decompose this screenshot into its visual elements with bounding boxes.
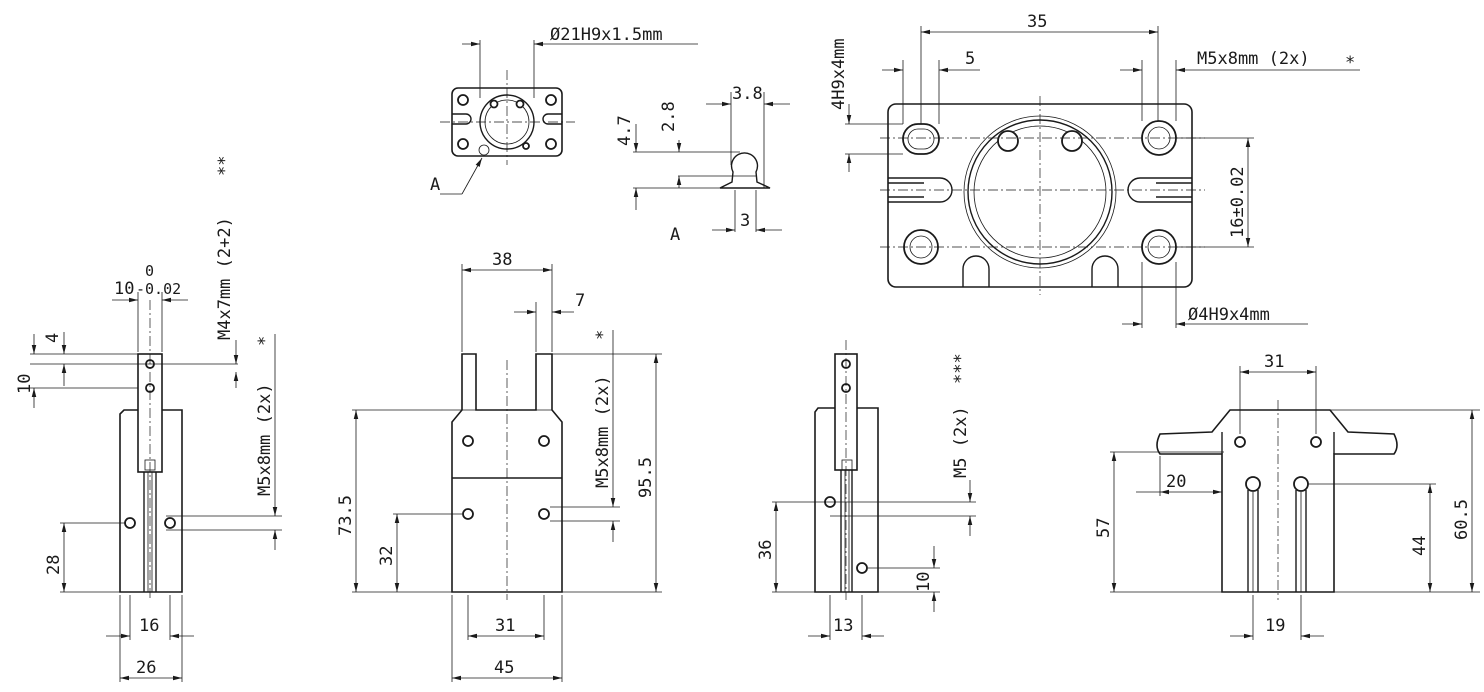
dim-73-5: 73.5 (336, 495, 356, 536)
star-m5: *** (951, 353, 971, 384)
star-top: * (1345, 53, 1355, 73)
dim-36: 36 (756, 540, 776, 560)
dim-20: 20 (1166, 472, 1186, 492)
dim-4h9: 4H9x4mm (829, 38, 849, 110)
dim-16-002: 16±0.02 (1228, 166, 1248, 238)
dim-2-8: 2.8 (659, 101, 679, 132)
dim-95-5: 95.5 (636, 457, 656, 498)
large-top-view: 35 5 M5x8mm (2x) * 4H9x4mm 16±0.02 Ø4H9x… (829, 12, 1360, 328)
dim-m5x8-left: M5x8mm (2x) (255, 383, 275, 496)
dim-13: 13 (833, 616, 853, 636)
star-m4: ** (215, 156, 235, 176)
dim-35: 35 (1027, 12, 1047, 32)
star-center: * (593, 330, 613, 340)
dim-5: 5 (965, 49, 975, 69)
dim-31-center: 31 (495, 616, 515, 636)
dim-45: 45 (494, 658, 514, 678)
side-view: 36 M5 (2x) *** 10 13 (756, 340, 976, 640)
dim-57: 57 (1094, 518, 1114, 538)
small-top-view: Ø21H9x1.5mm A (430, 25, 698, 195)
label-a: A (430, 175, 440, 195)
dim-7: 7 (575, 291, 585, 311)
dim-d4h9: Ø4H9x4mm (1188, 305, 1270, 325)
dim-44: 44 (1410, 536, 1430, 556)
dim-4-7: 4.7 (615, 115, 635, 146)
dim-m4x7: M4x7mm (2+2) (215, 217, 235, 340)
front-view: 38 7 73.5 32 95.5 M5x8mm (2x) * 31 45 (336, 250, 662, 682)
right-view: 31 20 57 44 60.5 19 (1094, 352, 1480, 640)
dim-28: 28 (44, 555, 64, 575)
dim-m5x8-top: M5x8mm (2x) (1197, 49, 1310, 69)
dim-32: 32 (377, 546, 397, 566)
dim-10-tol-lower: -0.02 (136, 280, 181, 298)
detail-a-view: 4.7 2.8 3.8 3 A (615, 84, 790, 245)
dim-d21h9: Ø21H9x1.5mm (550, 25, 663, 45)
dim-3: 3 (740, 211, 750, 231)
dim-m5-2x: M5 (2x) (951, 406, 971, 478)
dim-26: 26 (136, 658, 156, 678)
left-side-view: 10 0 -0.02 4 10 M4x7mm (2+2) ** M5x8mm (… (15, 156, 282, 682)
dim-60-5: 60.5 (1452, 499, 1472, 540)
label-a-detail: A (670, 225, 680, 245)
dim-38: 38 (492, 250, 512, 270)
dim-16: 16 (139, 616, 159, 636)
dim-10-left: 10 (15, 374, 35, 394)
dim-3-8: 3.8 (732, 84, 763, 104)
dim-31-right: 31 (1264, 352, 1284, 372)
dim-10-tol: 10 (114, 279, 134, 299)
dim-4-left: 4 (43, 333, 63, 343)
dim-10-tol-upper: 0 (145, 262, 154, 280)
star-left: * (255, 336, 275, 346)
dim-m5x8-center: M5x8mm (2x) (593, 375, 613, 488)
dim-19: 19 (1265, 616, 1285, 636)
dim-10-side: 10 (914, 572, 934, 592)
